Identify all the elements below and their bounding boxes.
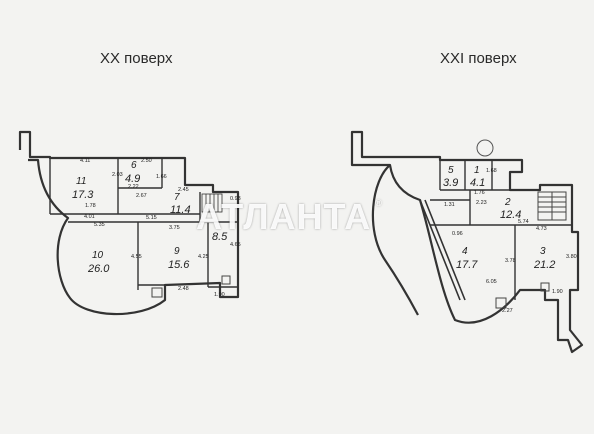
xxi-column-round: [476, 139, 494, 157]
xxi-floor-outer-wall: [350, 130, 584, 354]
dimension-label: 3.75: [169, 225, 180, 231]
dimension-label: 2.27: [502, 308, 513, 314]
room-area: 12.4: [500, 209, 521, 221]
room-number: 10: [92, 250, 104, 261]
room-area: 3.9: [443, 177, 458, 189]
dimension-label: 2.23: [476, 200, 487, 206]
dimension-label: 4.01: [84, 214, 95, 220]
registered-mark: ®: [375, 198, 383, 208]
dimension-label: 2.45: [178, 187, 189, 193]
xx-column: [221, 275, 231, 285]
room-number: 1: [474, 165, 480, 176]
room-number: 7: [174, 192, 180, 203]
dimension-label: 4.25: [198, 254, 209, 260]
room-area: 8.5: [212, 231, 228, 243]
dimension-label: 1.90: [552, 289, 563, 295]
floor-title-xxi: XXI поверх: [440, 50, 517, 67]
room-number: 5: [448, 165, 454, 176]
watermark-text: АТЛАНТА: [196, 196, 372, 237]
dimension-label: 4.73: [536, 226, 547, 232]
room-area: 4.1: [470, 177, 485, 189]
dimension-label: 6.05: [486, 279, 497, 285]
dimension-label: 3.80: [566, 254, 577, 260]
xx-stairs: [201, 193, 223, 213]
room-area: 15.6: [168, 259, 190, 271]
xxi-curved-wall: [371, 164, 419, 316]
room-number: 6: [131, 160, 137, 171]
dimension-label: 2.48: [178, 286, 189, 292]
floor-title-xx: XX поверх: [100, 50, 173, 67]
room-number: 9: [174, 246, 180, 257]
xx-floor-outer-wall: [18, 130, 240, 316]
dimension-label: 0.96: [452, 231, 463, 237]
dimension-label: 1.68: [486, 168, 497, 174]
room-area: 17.7: [456, 259, 478, 271]
dimension-label: 4.65: [230, 242, 241, 248]
dimension-label: 2.22: [128, 184, 139, 190]
dimension-label: 1.31: [444, 202, 455, 208]
xx-column: [151, 287, 163, 298]
dimension-label: 1.76: [474, 190, 485, 196]
room-number: 4: [462, 246, 468, 257]
room-number: 11: [76, 176, 86, 187]
xxi-column: [495, 297, 507, 309]
xxi-balcony-rail: [419, 199, 466, 301]
room-area: 11.4: [170, 204, 191, 216]
room-number: 2: [504, 197, 511, 208]
room-area: 17.3: [72, 189, 94, 201]
dimension-label: 5.35: [94, 222, 105, 228]
dimension-label: 4.55: [131, 254, 142, 260]
dimension-label: 1.90: [214, 292, 225, 298]
dimension-label: 5.74: [518, 219, 529, 225]
xxi-stairs: [537, 191, 567, 221]
dimension-label: 4.11: [80, 158, 90, 164]
dimension-label: 3.78: [505, 258, 516, 264]
dimension-label: 1.66: [156, 174, 167, 180]
dimension-label: 2.67: [136, 193, 147, 199]
dimension-label: 2.03: [112, 172, 123, 178]
xxi-column: [540, 282, 550, 292]
watermark-logo: АТЛАНТА ®: [196, 196, 383, 238]
room-area: 26.0: [87, 263, 110, 275]
dimension-label: 1.78: [85, 203, 96, 209]
room-area: 4.9: [125, 173, 140, 185]
room-number: 3: [540, 246, 546, 257]
dimension-label: 5.15: [146, 215, 157, 221]
dimension-label: 0.93: [230, 196, 241, 202]
dimension-label: 2.50: [141, 158, 152, 164]
room-area: 21.2: [533, 259, 555, 271]
